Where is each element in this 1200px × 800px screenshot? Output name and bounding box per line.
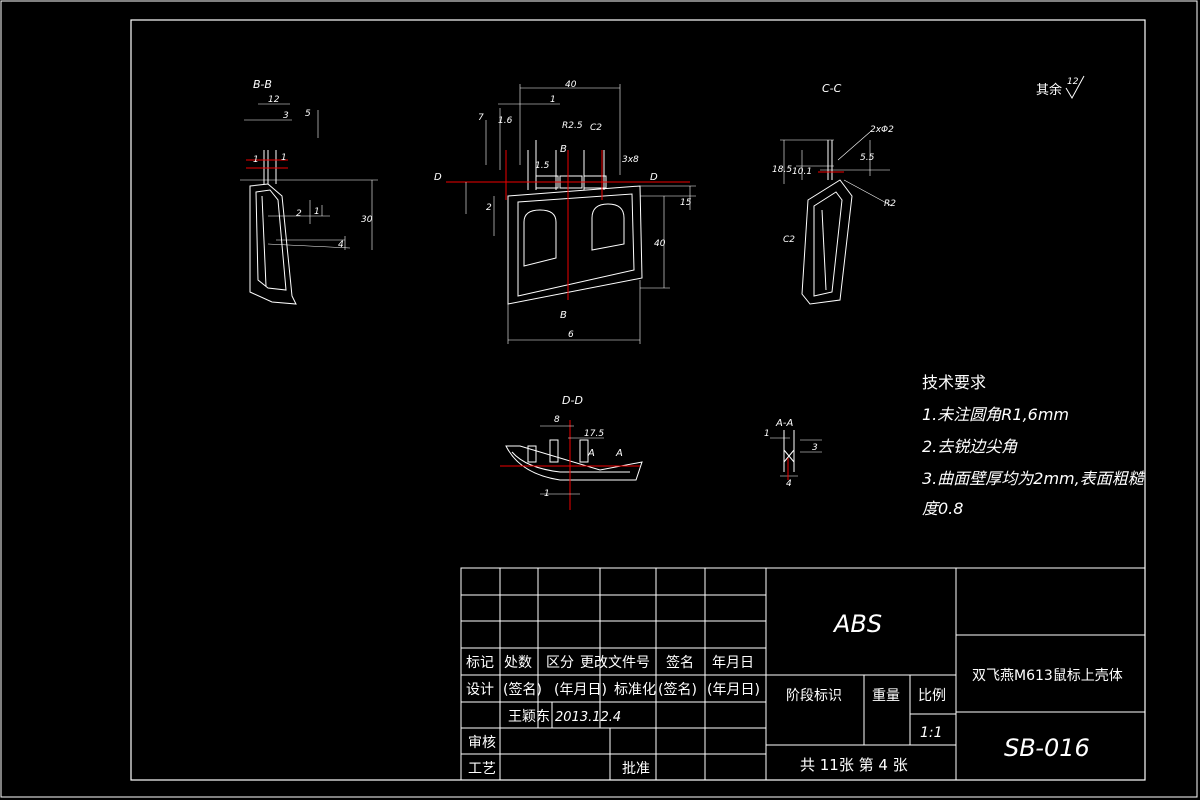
- main-dim-1: 1: [550, 95, 556, 105]
- dd-dim-1: 1: [544, 489, 550, 499]
- view-aa: A-A 1 3 4: [764, 418, 822, 489]
- tb-h1-0: 标记: [466, 655, 494, 671]
- roughness-value: 12: [1067, 77, 1079, 87]
- view-cc-title: C-C: [822, 82, 842, 95]
- bb-dim-1c: 1: [314, 207, 320, 217]
- cc-dim-r2: R2: [884, 199, 896, 209]
- main-dim-3x8: 3x8: [622, 155, 639, 165]
- title-block-text: 标记 处数 区分 更改文件号 签名 年月日 设计 (签名) (年月日) 标准化 …: [466, 610, 1123, 777]
- main-dim-c2: C2: [590, 123, 602, 133]
- tech-heading: 技术要求: [922, 373, 986, 392]
- main-section-b-top: B: [560, 144, 567, 155]
- tb-scale: 1:1: [920, 725, 943, 741]
- tb-weight: 重量: [872, 688, 900, 704]
- tech-item-3: 3.曲面壁厚均为2mm,表面粗糙: [922, 469, 1146, 488]
- main-dim-40b: 40: [654, 239, 666, 249]
- tb-process: 工艺: [468, 761, 496, 777]
- cc-dim-c2: C2: [783, 235, 795, 245]
- tb-review: 审核: [468, 735, 496, 751]
- tb-h1-5: 年月日: [712, 655, 754, 671]
- tb-h2-3: 标准化: [614, 682, 656, 698]
- dd-section-a-right: A: [615, 448, 623, 459]
- title-block: [460, 567, 1146, 781]
- tb-scale-label: 比例: [918, 688, 946, 704]
- tb-h2-5: (年月日): [707, 682, 760, 698]
- cc-dim-5-5: 5.5: [860, 153, 875, 163]
- main-dim-40a: 40: [565, 80, 577, 90]
- view-bb: B-B 12 3 5 1 1 2 1 4 30: [240, 78, 378, 305]
- dd-dim-17-5: 17.5: [584, 429, 604, 439]
- tech-item-1: 1.未注圆角R1,6mm: [922, 405, 1069, 424]
- bb-dim-1b: 1: [253, 155, 259, 165]
- bb-dim-30: 30: [361, 215, 373, 225]
- aa-dim-3: 3: [812, 443, 818, 453]
- bb-dim-5: 5: [305, 109, 311, 119]
- aa-dim-1: 1: [764, 429, 770, 439]
- cc-dim-10-1: 10.1: [792, 167, 812, 177]
- tb-h1-2: 区分: [546, 655, 574, 671]
- main-dim-6: 6: [568, 330, 574, 340]
- view-cc: C-C 18.5 10.1 5.5 2xΦ2 R2 C2: [772, 82, 896, 305]
- bb-dim-2: 2: [296, 209, 302, 219]
- tech-item-4: 度0.8: [922, 499, 963, 518]
- main-section-b-bottom: B: [560, 310, 567, 321]
- main-section-d-right: D: [650, 172, 658, 183]
- main-dim-r2-5: R2.5: [562, 121, 583, 131]
- main-section-d-left: D: [434, 172, 442, 183]
- tb-part-name: 双飞燕M613鼠标上壳体: [972, 667, 1123, 684]
- tb-designer: 王颖东: [508, 709, 550, 725]
- dd-dim-8: 8: [554, 415, 560, 425]
- aa-dim-4: 4: [786, 479, 792, 489]
- bb-dim-4: 4: [338, 240, 344, 250]
- view-aa-title: A-A: [775, 418, 793, 429]
- dd-section-a-left: A: [587, 448, 595, 459]
- roughness-label: 其余: [1036, 82, 1062, 98]
- tb-date: 2013.12.4: [555, 710, 621, 725]
- tb-sheets: 共 11张 第 4 张: [800, 756, 908, 774]
- tech-item-2: 2.去锐边尖角: [922, 437, 1018, 456]
- main-dim-7: 7: [478, 113, 484, 123]
- tb-h1-1: 处数: [504, 655, 532, 671]
- tech-requirements: 技术要求 1.未注圆角R1,6mm 2.去锐边尖角 3.曲面壁厚均为2mm,表面…: [922, 373, 1146, 518]
- bb-dim-12: 12: [268, 95, 280, 105]
- view-dd: D-D 8 17.5 1 A A: [500, 394, 643, 510]
- cc-dim-18-5: 18.5: [772, 165, 792, 175]
- tb-h2-0: 设计: [466, 682, 494, 698]
- roughness-note: 其余 12: [1036, 75, 1085, 100]
- main-dim-1-5: 1.5: [535, 161, 550, 171]
- view-main: 40 1 7 1.6 R2.5 C2 1.5 3x8 D D B B 15 40: [434, 80, 696, 344]
- tb-stage: 阶段标识: [786, 688, 842, 704]
- view-bb-title: B-B: [253, 78, 272, 91]
- tb-h1-4: 签名: [666, 654, 694, 671]
- bb-dim-1a: 1: [281, 153, 287, 163]
- tb-h2-1: (签名): [503, 681, 542, 698]
- tb-h2-2: (年月日): [554, 682, 607, 698]
- bb-dim-3: 3: [283, 111, 289, 121]
- tb-h1-3: 更改文件号: [580, 655, 650, 671]
- main-dim-15: 15: [680, 198, 692, 208]
- main-dim-1-6: 1.6: [498, 116, 513, 126]
- tb-approve: 批准: [622, 761, 650, 777]
- cc-dim-2xphi2: 2xΦ2: [870, 125, 894, 135]
- main-dim-2: 2: [486, 203, 492, 213]
- roughness-symbol-icon: [1065, 75, 1085, 100]
- tb-h2-4: (签名): [658, 681, 697, 698]
- tb-drawing-no: SB-016: [1004, 734, 1090, 762]
- tb-material: ABS: [832, 610, 882, 638]
- view-dd-title: D-D: [562, 394, 583, 407]
